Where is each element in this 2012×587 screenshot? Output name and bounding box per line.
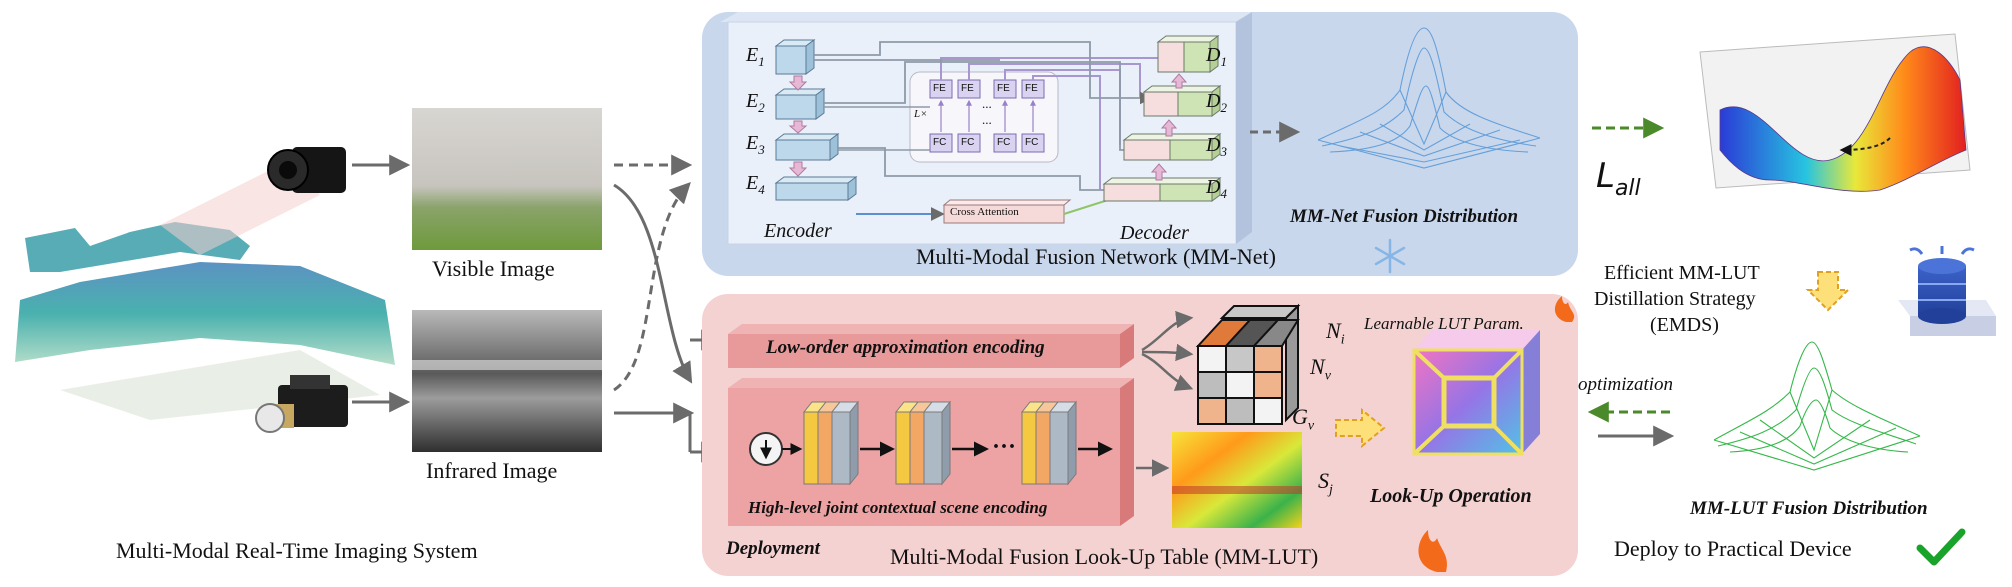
decoder-blocks xyxy=(1102,35,1222,202)
fe-label: FE xyxy=(933,83,946,94)
conv-ellipsis: ··· xyxy=(992,434,1017,460)
encoder-block-label: E3 xyxy=(746,132,765,157)
low-order-encoding-bar xyxy=(728,334,1120,368)
decoder-block-label: D3 xyxy=(1206,134,1227,159)
mmlut-distribution-plot xyxy=(1713,341,1921,471)
emds-line1: Efficient MM-LUT xyxy=(1604,262,1760,284)
visible-image xyxy=(412,108,602,250)
visible-image-label: Visible Image xyxy=(432,256,555,281)
flame-icon xyxy=(1554,296,1575,322)
decoder-block-label: D4 xyxy=(1206,176,1227,201)
loss-label: Lall xyxy=(1596,156,1641,201)
fc-ellipsis: ... xyxy=(982,112,992,127)
mmnet-distribution-plot xyxy=(1317,27,1541,169)
decoder-label: Decoder xyxy=(1120,222,1189,244)
emds-line3: (EMDS) xyxy=(1650,314,1719,336)
database-icon xyxy=(1898,246,1996,336)
sj-label: Sj xyxy=(1318,468,1333,498)
thermal-camera-icon xyxy=(255,375,348,433)
mmnet-distribution-label: MM-Net Fusion Distribution xyxy=(1290,206,1519,227)
ni-label: Ni xyxy=(1326,318,1345,348)
point-cloud-image xyxy=(15,160,395,420)
fc-label: FC xyxy=(961,137,975,148)
cross-attention-label: Cross Attention xyxy=(950,206,1019,218)
flame-icon-large xyxy=(1418,530,1448,572)
fc-label: FC xyxy=(933,137,947,148)
emds-line2: Distillation Strategy xyxy=(1594,288,1756,310)
system-caption: Multi-Modal Real-Time Imaging System xyxy=(116,538,478,563)
fc-label: FC xyxy=(1025,137,1039,148)
mmlut-title: Multi-Modal Fusion Look-Up Table (MM-LUT… xyxy=(890,544,1319,569)
lookup-cube xyxy=(1412,330,1540,456)
high-level-label: High-level joint contextual scene encodi… xyxy=(748,498,1048,517)
mmlut-distribution-label: MM-LUT Fusion Distribution xyxy=(1690,498,1928,519)
repeat-label: L× xyxy=(914,108,928,120)
fe-ellipsis: ... xyxy=(982,96,992,111)
lookup-operation-label: Look-Up Operation xyxy=(1370,485,1532,507)
camera-icon xyxy=(267,147,346,193)
nv-label: Nv xyxy=(1310,354,1331,384)
fe-label: FE xyxy=(997,83,1010,94)
infrared-image xyxy=(412,310,602,452)
encoder-block-label: E1 xyxy=(746,44,765,69)
encoder-block-label: E4 xyxy=(746,172,765,197)
encoder-label: Encoder xyxy=(764,220,832,242)
infrared-image-label: Infrared Image xyxy=(426,458,558,483)
optimization-label: optimization xyxy=(1578,374,1674,395)
deploy-label: Deploy to Practical Device xyxy=(1614,536,1852,561)
loss-surface-plot xyxy=(1699,33,1971,192)
fe-label: FE xyxy=(1025,83,1038,94)
mmnet-title: Multi-Modal Fusion Network (MM-Net) xyxy=(916,244,1276,269)
encoder-blocks xyxy=(774,39,858,201)
decoder-block-label: D1 xyxy=(1206,44,1227,69)
fc-label: FC xyxy=(997,137,1011,148)
encoder-block-label: E2 xyxy=(746,90,765,115)
decoder-block-label: D2 xyxy=(1206,90,1227,115)
gv-label: Gv xyxy=(1292,404,1315,434)
fe-label: FE xyxy=(961,83,974,94)
learnable-param-label: Learnable LUT Param. xyxy=(1364,314,1524,333)
conv-blocks xyxy=(802,400,1078,486)
scene-heatmap xyxy=(1172,432,1302,528)
low-order-label: Low-order approximation encoding xyxy=(766,337,1045,358)
snowflake-icon xyxy=(1374,238,1406,274)
deployment-label: Deployment xyxy=(726,538,820,559)
check-icon[interactable] xyxy=(1916,528,1966,566)
lut-grid-cube xyxy=(1195,303,1301,425)
